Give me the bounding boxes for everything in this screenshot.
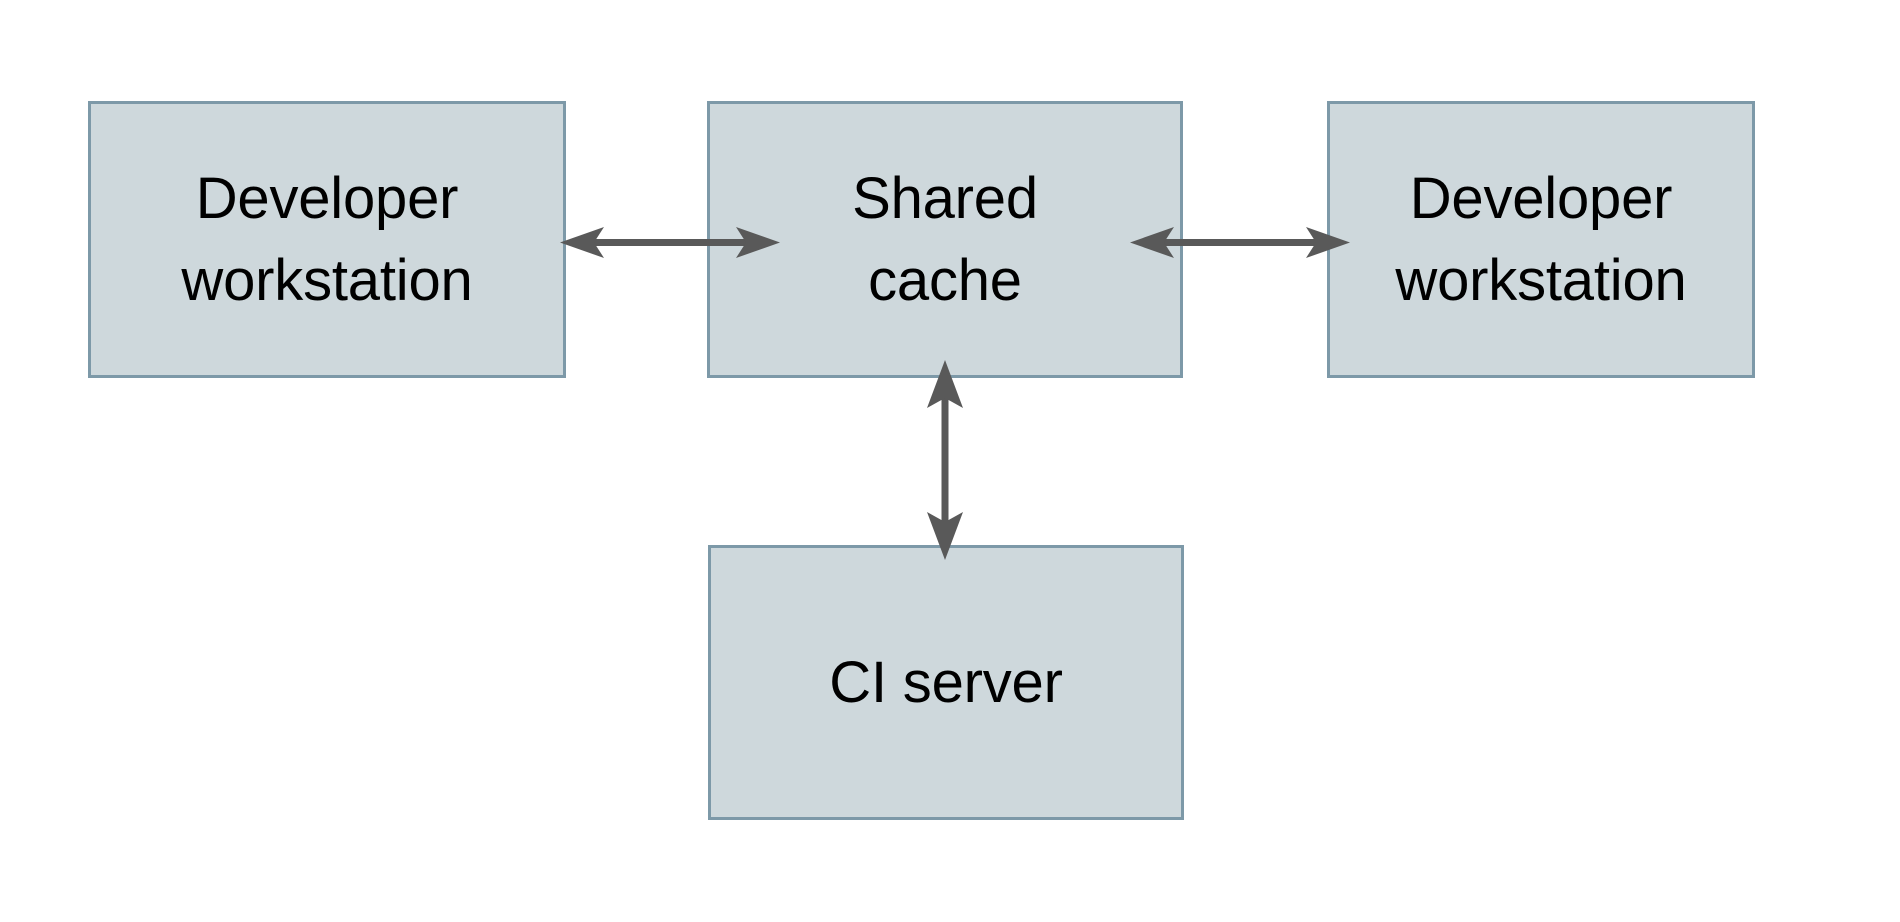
node-label: Developer workstation — [1395, 165, 1687, 313]
double-headed-arrow-icon — [1130, 227, 1350, 258]
double-headed-arrow-icon — [927, 360, 963, 560]
node-developer-workstation-left[interactable]: Developer workstation — [88, 101, 566, 378]
double-headed-arrow-icon — [560, 227, 780, 258]
node-shared-cache[interactable]: Shared cache — [707, 101, 1183, 378]
node-developer-workstation-right[interactable]: Developer workstation — [1327, 101, 1755, 378]
connector-dev-left-to-shared-cache[interactable] — [560, 205, 780, 280]
connector-shared-cache-to-dev-right[interactable] — [1130, 205, 1350, 280]
node-ci-server[interactable]: CI server — [708, 545, 1184, 820]
node-label: CI server — [829, 649, 1063, 715]
connector-ci-server-to-shared-cache[interactable] — [905, 360, 985, 560]
node-label: Shared cache — [852, 165, 1038, 313]
node-label: Developer workstation — [181, 165, 473, 313]
